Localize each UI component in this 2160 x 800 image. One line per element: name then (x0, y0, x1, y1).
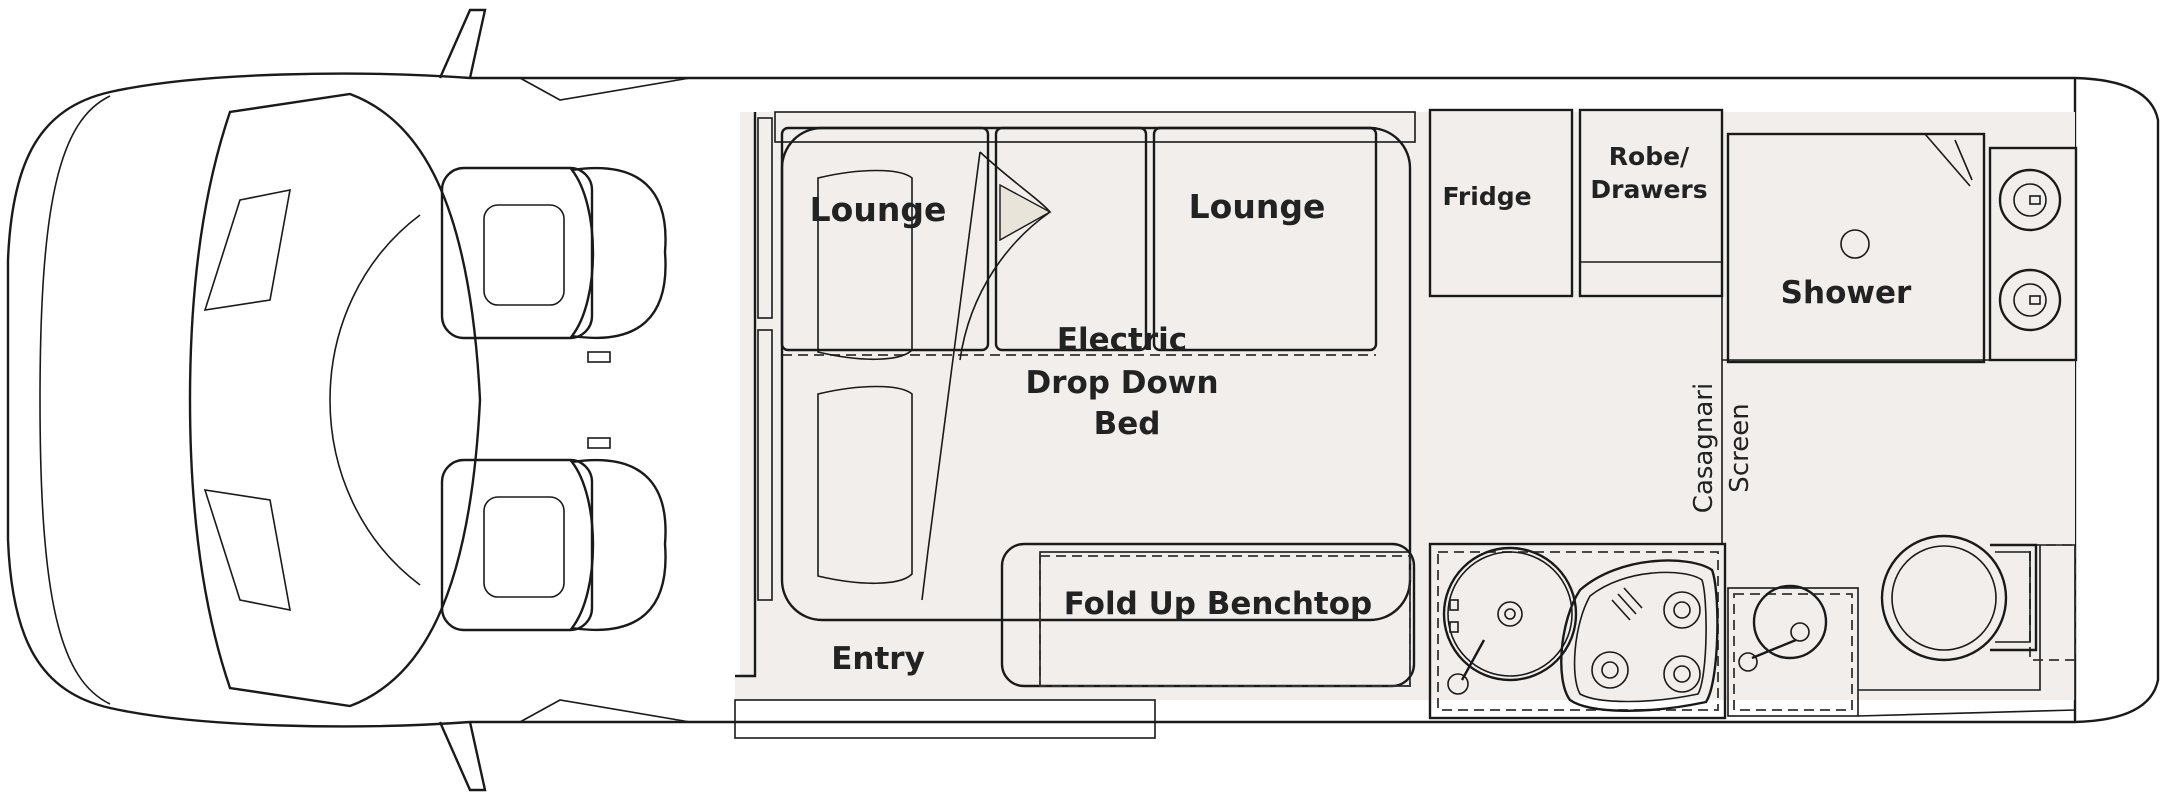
robe-label-line2: Drawers (1590, 175, 1707, 204)
lounge-right-label: Lounge (1189, 187, 1326, 226)
electric-drop-down-bed (780, 126, 1412, 622)
screen-label-line2: Screen (1725, 403, 1755, 492)
basin-icon (1752, 584, 1828, 660)
burner-icon (1591, 651, 1629, 689)
entry-label: Entry (831, 641, 925, 677)
shower-drain-icon (1840, 229, 1870, 259)
lounge-left-label: Lounge (810, 190, 947, 229)
fridge-label: Fridge (1442, 182, 1531, 211)
cushion (817, 169, 913, 361)
cushion (817, 385, 913, 585)
driver-seat (440, 166, 667, 340)
burner-icon (1663, 591, 1701, 629)
seatbelt-buckle-icon (587, 437, 611, 449)
robe-drawers (1578, 108, 1724, 298)
floor-area (735, 112, 2075, 700)
bed-label-line1: Electric (1057, 322, 1187, 358)
gas-bottle-icon (1998, 168, 2062, 232)
shower-label: Shower (1781, 275, 1912, 311)
robe-label-line1: Robe/ (1609, 142, 1690, 171)
shower (1726, 132, 1986, 364)
screen-label-line1: Casagnari (1689, 383, 1719, 513)
bed-label-line3: Bed (1094, 406, 1161, 442)
kitchen-bench (1428, 542, 1727, 720)
bed-label-line2: Drop Down (1025, 365, 1218, 401)
benchtop-label: Fold Up Benchtop (1064, 586, 1372, 622)
cooktop-icon (1560, 559, 1719, 712)
burner-icon (1663, 655, 1701, 693)
seatbelt-buckle-icon (587, 351, 611, 363)
sink-icon (1442, 546, 1578, 682)
toilet-icon (1880, 534, 2038, 662)
passenger-seat (440, 458, 667, 632)
entry-step (734, 699, 1156, 739)
gas-bottle-icon (1998, 268, 2062, 332)
fridge (1428, 108, 1574, 298)
